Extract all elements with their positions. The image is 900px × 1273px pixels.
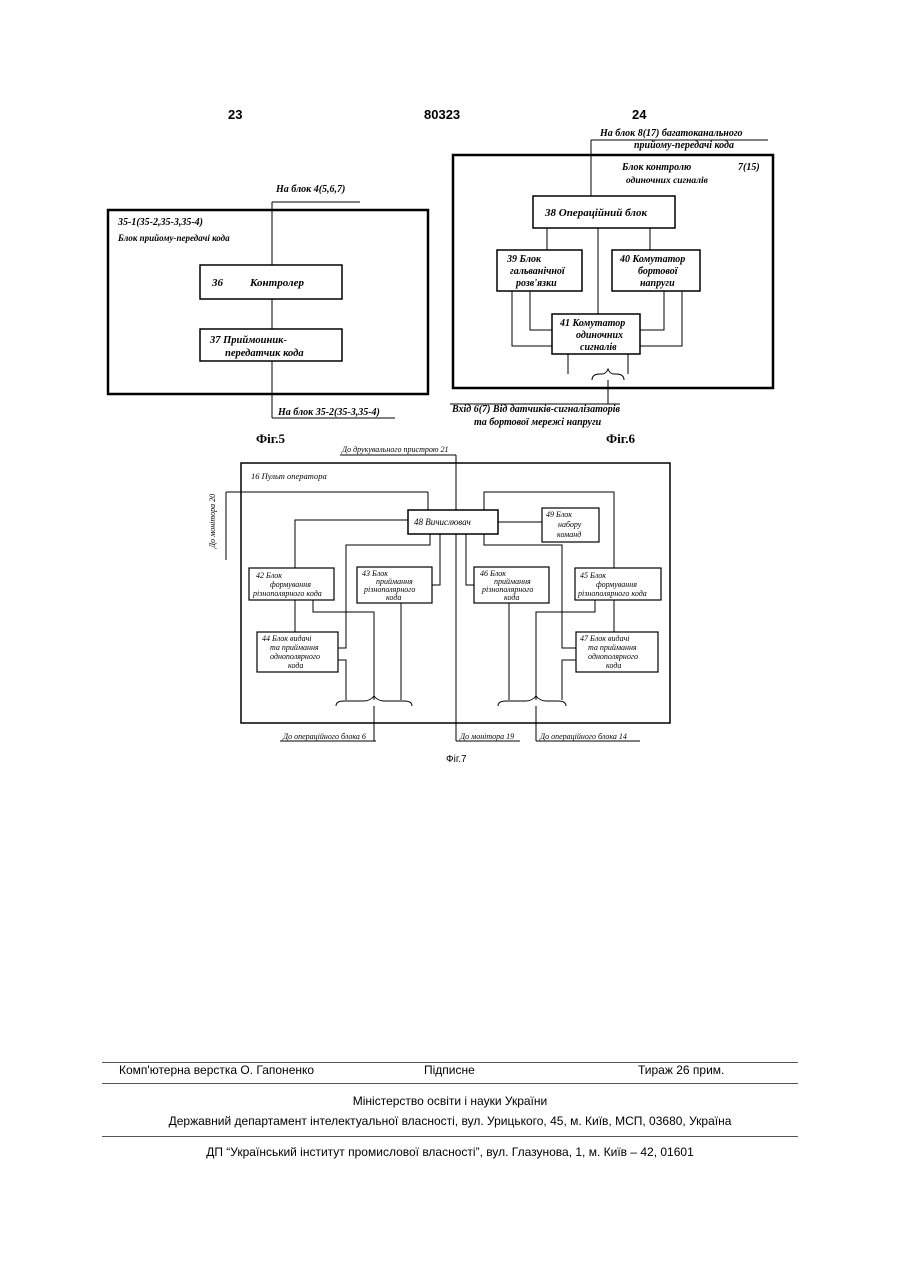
block-42-line3: різнополярного кода — [252, 589, 322, 598]
fig5-block-title: 35-1(35-2,35-3,35-4) — [117, 217, 203, 228]
block-47-line1: 47 Блок видачі — [580, 634, 630, 643]
block-49-line2: набору — [558, 520, 582, 529]
fig7-bottom-left-label: До операційного блока 6 — [282, 732, 366, 741]
block-47-line4: кода — [606, 661, 621, 670]
block-41-line3: сигналів — [580, 342, 617, 353]
fig6-link-39-41 — [530, 291, 552, 330]
fig7-brace-right — [498, 696, 566, 706]
block-40-line2: бортової — [638, 266, 679, 277]
fig7-out-44 — [338, 660, 346, 700]
block-45-line1: 45 Блок — [580, 571, 606, 580]
figure-5: 35-1(35-2,35-3,35-4) Блок прийому-переда… — [108, 184, 428, 446]
block-44-line2: та приймання — [270, 643, 319, 652]
block-49-line1: 49 Блок — [546, 510, 572, 519]
block-48-label: 48 Вичислювач — [414, 517, 471, 527]
fig5-bottom-link-label: На блок 35-2(35-3,35-4) — [277, 407, 380, 418]
block-41-line2: одиночних — [576, 330, 623, 341]
block-38-label: 38 Операційний блок — [544, 207, 647, 219]
fig7-side-link-label: До монітора 20 — [208, 494, 217, 549]
block-45-line2: формування — [596, 580, 637, 589]
block-45-line3: різнополярного кода — [577, 589, 647, 598]
block-44-line3: однополярного — [270, 652, 320, 661]
figure-7: До друкувального пристрою 21 16 Пульт оп… — [208, 445, 670, 765]
block-39-line2: гальванічної — [510, 266, 566, 277]
block-39-line3: розв'язки — [515, 278, 557, 289]
fig6-input-label-line1: Вхід 6(7) Від датчиків-сигналізаторів — [451, 404, 621, 415]
fig7-out-47 — [562, 660, 576, 700]
fig7-bottom-mid-label: До монітора 19 — [459, 732, 514, 741]
block-42-line2: формування — [270, 580, 311, 589]
fig6-block-subtitle: одиночних сигналів — [626, 175, 709, 186]
fig6-block-title: Блок контролю — [621, 162, 691, 173]
block-42-line1: 42 Блок — [256, 571, 282, 580]
footer-ministry: Міністерство освіти і науки України — [0, 1094, 900, 1108]
fig6-side-right — [640, 291, 682, 346]
fig6-link-40-41 — [640, 291, 664, 330]
footer-circulation: Тираж 26 прим. — [638, 1063, 724, 1077]
footer-signed: Підписне — [424, 1063, 475, 1077]
fig7-bottom-right-label: До операційного блока 14 — [539, 732, 627, 741]
block-40-line3: напруги — [640, 278, 675, 289]
block-37-label-line1: 37 Приймоиник- — [209, 335, 287, 346]
block-40-line1: 40 Комутатор — [619, 254, 685, 265]
fig6-top-link-line1: На блок 8(17) багатоканального — [599, 128, 743, 139]
fig7-block-title: 16 Пульт оператора — [251, 471, 327, 481]
fig6-top-link-line2: прийому-передачі кода — [634, 140, 734, 151]
block-37-label-line2: передатчик кода — [225, 348, 304, 359]
block-47-line2: та приймання — [588, 643, 637, 652]
fig6-block-number: 7(15) — [738, 162, 760, 173]
fig6-input-label-line2: та бортової мережі напруги — [474, 417, 602, 428]
footer-department: Державний департамент інтелектуальної вл… — [0, 1114, 900, 1128]
fig5-top-link-label: На блок 4(5,6,7) — [275, 184, 345, 195]
block-41-line1: 41 Комутатор — [559, 318, 625, 329]
footer-institute: ДП “Український інститут промислової вла… — [0, 1145, 900, 1159]
block-46-line4: кода — [504, 593, 519, 602]
block-39-line1: 39 Блок — [506, 254, 542, 265]
block-47-line3: однополярного — [588, 652, 638, 661]
fig5-block-subtitle: Блок прийому-передачі кода — [117, 233, 230, 243]
block-36-number: 36 — [211, 277, 224, 289]
fig7-link-48-43 — [432, 534, 440, 585]
block-36-label: Контролер — [249, 277, 304, 289]
fig7-link-48-46 — [466, 534, 474, 585]
block-49-line3: команд — [557, 530, 581, 539]
fig5-caption: Фіг.5 — [256, 431, 285, 446]
fig6-input-brace — [592, 369, 624, 380]
fig7-top-link-label: До друкувального пристрою 21 — [341, 445, 448, 454]
block-43-line4: кода — [386, 593, 401, 602]
block-44-line1: 44 Блок видачі — [262, 634, 312, 643]
fig7-link-48-42 — [295, 520, 408, 568]
fig6-side-left — [512, 291, 552, 346]
block-44-line4: кода — [288, 661, 303, 670]
figure-6: На блок 8(17) багатоканального прийому-п… — [450, 128, 773, 446]
footer-layout-credit: Комп'ютерна верстка О. Гапоненко — [119, 1063, 314, 1077]
fig7-caption: Фіг.7 — [446, 754, 467, 765]
fig6-caption: Фіг.6 — [606, 431, 635, 446]
footer-divider-middle — [102, 1083, 798, 1084]
footer-divider-bottom — [102, 1136, 798, 1137]
